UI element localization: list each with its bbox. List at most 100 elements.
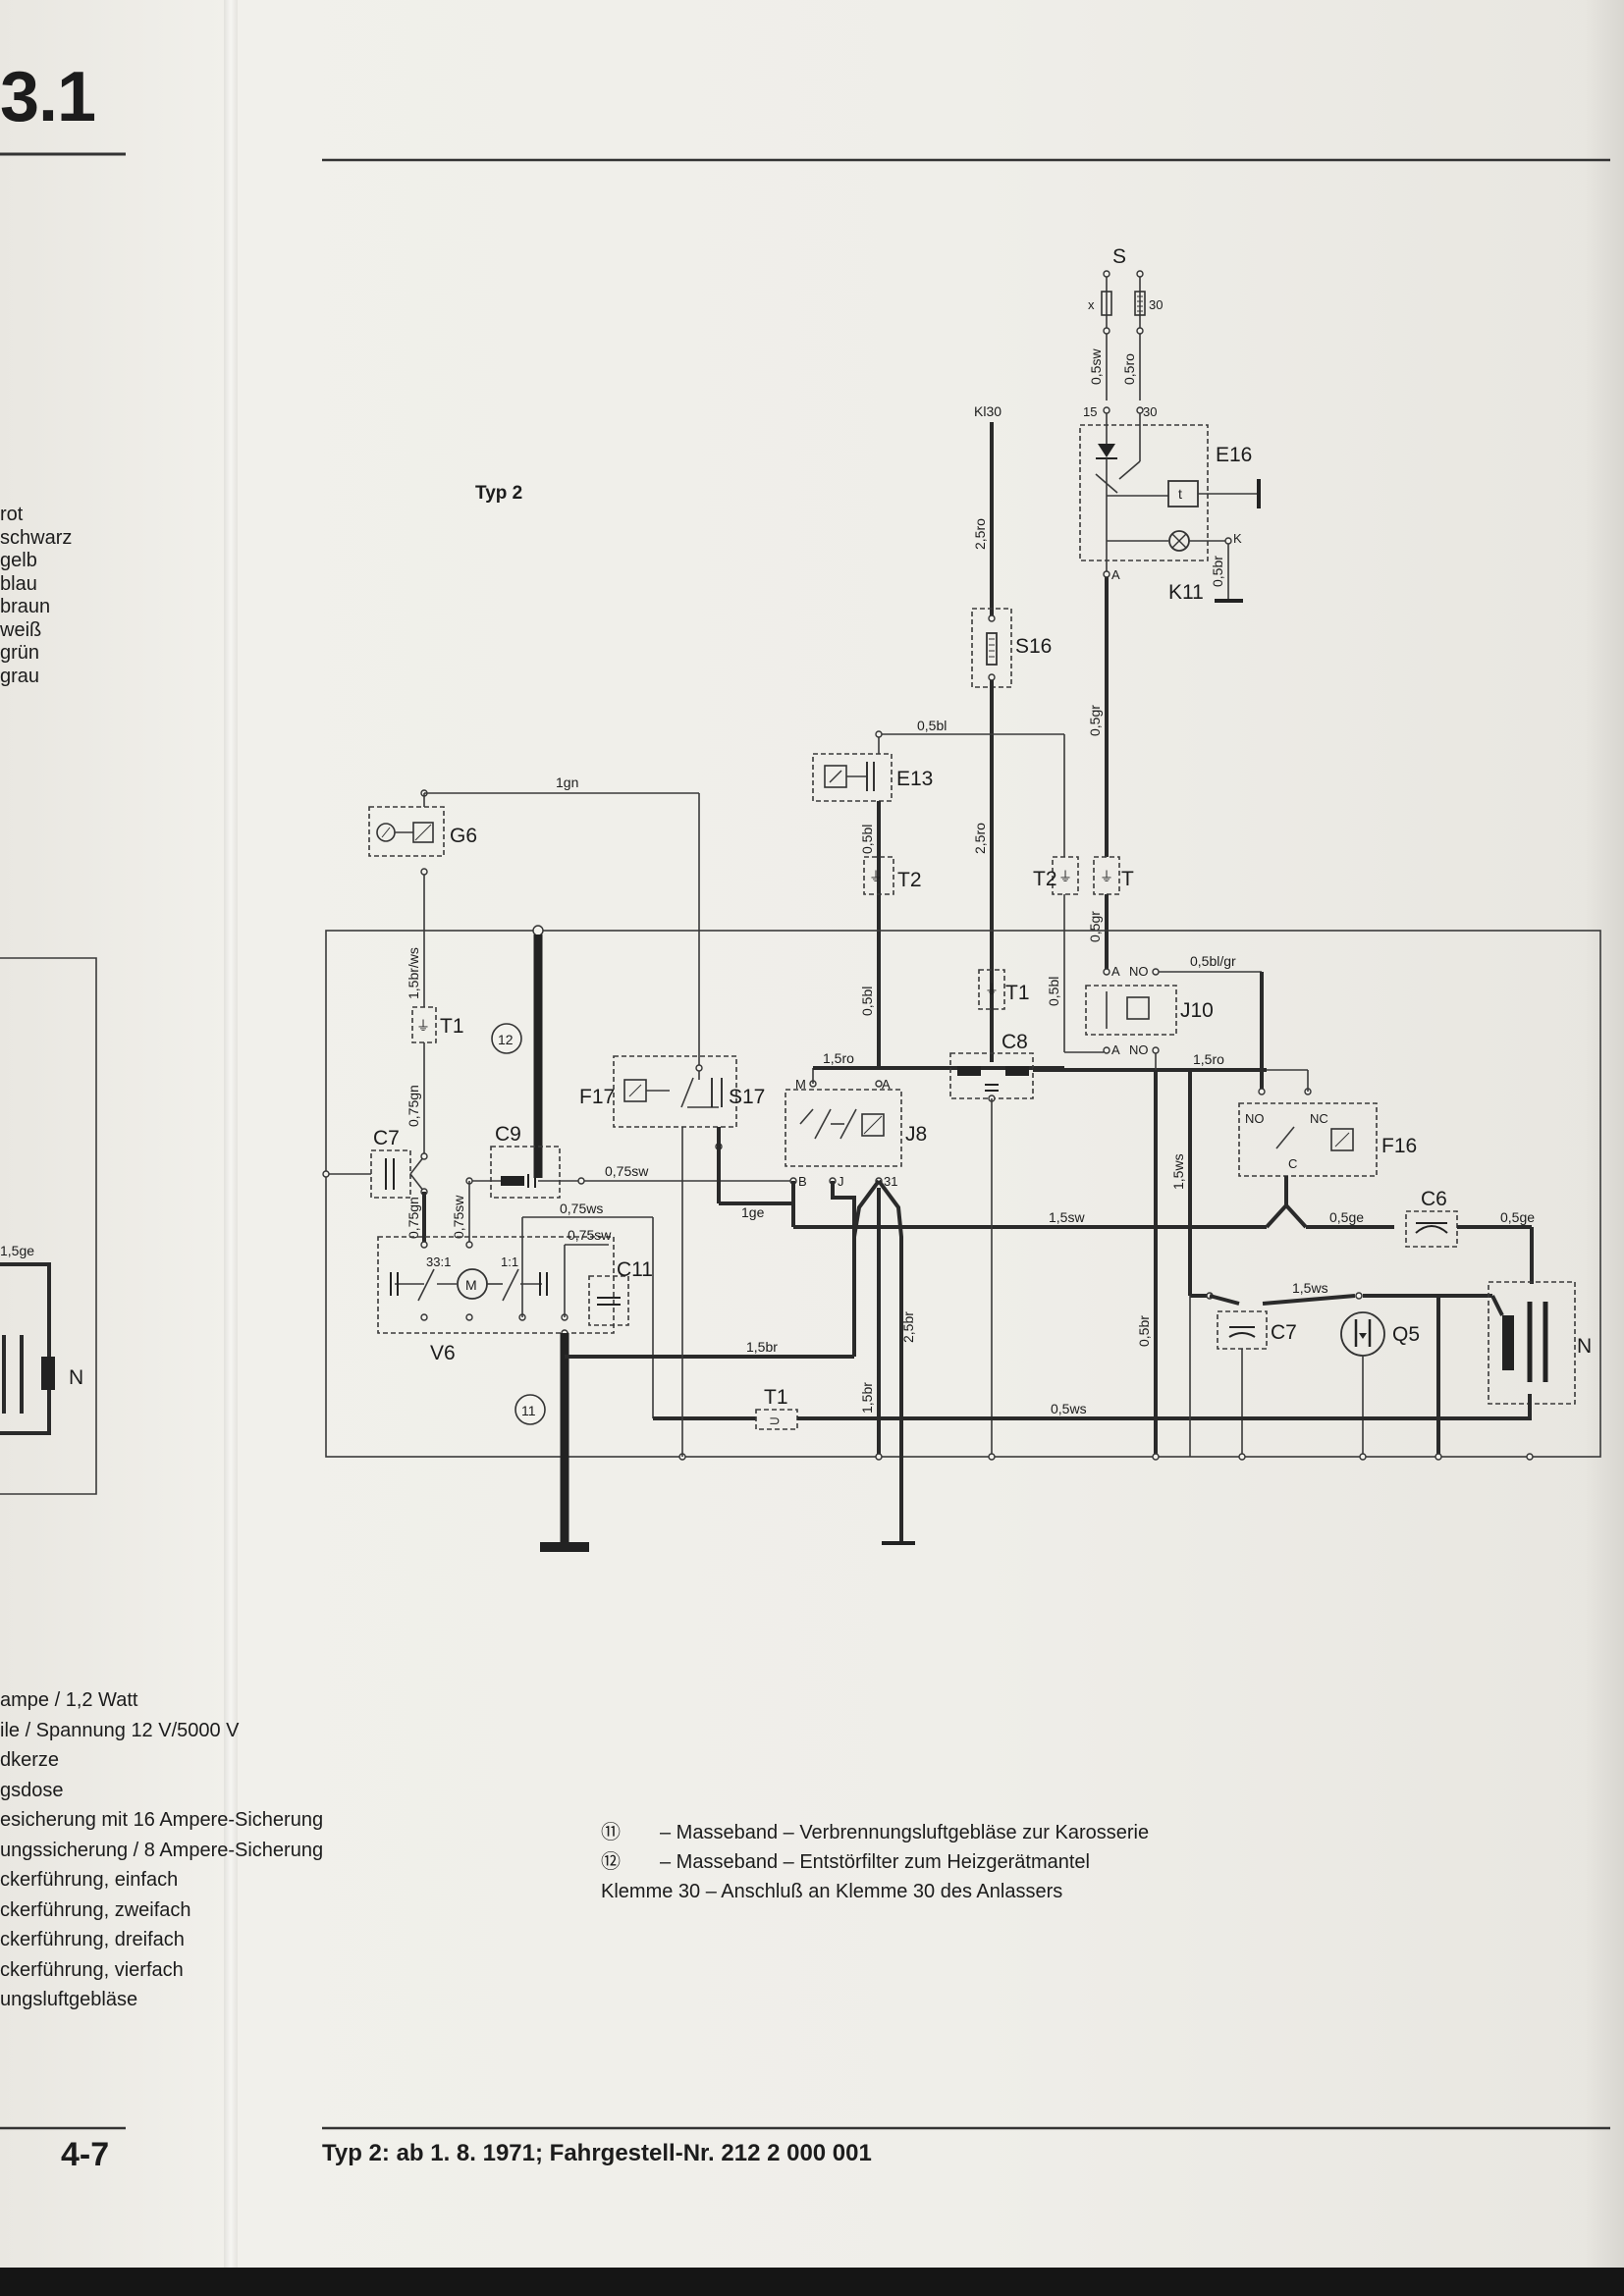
wire-label: 0,5br bbox=[1136, 1315, 1152, 1347]
k11-label: K11 bbox=[1168, 581, 1204, 604]
component-list-item: ckerführung, zweifach bbox=[0, 1898, 191, 1921]
connectors-t2-t: ⏚ ⏚ T2 T 0,5gr 0,5bl bbox=[1033, 856, 1134, 1052]
q5-label: Q5 bbox=[1392, 1323, 1420, 1346]
wire-label: 0,5ro bbox=[1121, 353, 1137, 385]
motor-m-label: M bbox=[465, 1277, 477, 1293]
wire-label: 0,5sw bbox=[1088, 348, 1104, 385]
legend-item: schwarz bbox=[0, 526, 73, 549]
component-list-item: ckerführung, dreifach bbox=[0, 1929, 185, 1950]
terminal-label: C bbox=[1288, 1156, 1297, 1171]
svg-text:⏚: ⏚ bbox=[1100, 869, 1113, 884]
terminal-label: M bbox=[795, 1077, 806, 1092]
wire-label: 2,5ro bbox=[972, 823, 988, 854]
capacitor-c7-left: C7 0,75gn bbox=[322, 1127, 428, 1245]
ground-strap-12: 12 bbox=[491, 925, 544, 1178]
wire-label: 1,5br/ws bbox=[406, 947, 421, 999]
wire-label: 0,75sw bbox=[568, 1227, 612, 1243]
component-list-item: ungssicherung / 8 Ampere-Sicherung bbox=[0, 1839, 324, 1861]
wire-label: 0,75gn bbox=[406, 1197, 421, 1239]
t1-label: T1 bbox=[440, 1015, 464, 1038]
wire-label: 0,5ge bbox=[1329, 1209, 1364, 1225]
fragment-wire-label: 1,5ge bbox=[0, 1243, 34, 1258]
f17-label: F17 bbox=[579, 1086, 615, 1108]
wire-label: 0,5bl bbox=[917, 718, 947, 733]
legend-item: grün bbox=[0, 642, 40, 664]
legend-item: braun bbox=[0, 596, 51, 617]
filter-c8: C8 1,5ro bbox=[949, 1031, 1267, 1457]
wire-label: 1,5ro bbox=[1193, 1051, 1224, 1067]
wire-label: 1,5ws bbox=[1292, 1280, 1328, 1296]
wire-label: 0,75sw bbox=[451, 1195, 466, 1239]
kl30-line: Kl30 S16 2,5ro 2,5ro bbox=[971, 403, 1052, 1062]
scan-bottom-edge bbox=[0, 2268, 1624, 2296]
legend-item: gelb bbox=[0, 550, 37, 571]
section-number: 3.1 bbox=[0, 58, 96, 136]
note-row: Klemme 30 – Anschluß an Klemme 30 des An… bbox=[601, 1877, 1149, 1906]
capacitor-c9: C9 0,75sw 0,75sw bbox=[451, 1123, 793, 1245]
wire-color-legend: rot schwarz gelb blau braun weiß grün gr… bbox=[0, 504, 72, 688]
component-list-item: esicherung mit 16 Ampere-Sicherung bbox=[0, 1809, 324, 1831]
g6-label: G6 bbox=[450, 825, 477, 847]
page-edge-shadow bbox=[1583, 0, 1624, 2296]
j10-label: J10 bbox=[1180, 999, 1214, 1022]
t2-label: T2 bbox=[897, 869, 922, 891]
wire-label: 2,5ro bbox=[972, 518, 988, 550]
terminal-label: 15 bbox=[1083, 404, 1097, 419]
marker-11: 11 bbox=[521, 1403, 536, 1418]
component-list-item: ampe / 1,2 Watt bbox=[0, 1689, 138, 1711]
note-symbol: ⑫ bbox=[601, 1851, 621, 1873]
fuse-x-label: x bbox=[1088, 297, 1095, 312]
svg-text:⏚: ⏚ bbox=[416, 1018, 430, 1034]
marker-12: 12 bbox=[498, 1032, 514, 1047]
kl30-label: Kl30 bbox=[974, 403, 1001, 419]
component-list-item: dkerze bbox=[0, 1749, 60, 1771]
page-number: 4-7 bbox=[61, 2136, 110, 2173]
wire-label: 1,5sw bbox=[1049, 1209, 1085, 1225]
terminal-label: 31 bbox=[884, 1174, 897, 1189]
timer-switch-e16: t K 0,5br E16 K11 A 0,5gr bbox=[1079, 413, 1261, 857]
supply-s: S x 30 0,5sw 0,5ro 15 30 bbox=[1083, 245, 1163, 419]
terminal-label: NO bbox=[1129, 964, 1149, 979]
blower-motor-v6: M 33:1 1:1 V6 0,75ws 0,75sw C11 bbox=[377, 1201, 654, 1418]
frame-bottom-pins bbox=[678, 1127, 1534, 1461]
wire-label: 0,5bl bbox=[859, 987, 875, 1016]
svg-text:⏚: ⏚ bbox=[869, 869, 883, 884]
fuse-30 bbox=[1134, 291, 1146, 316]
component-list-item: ckerführung, vierfach bbox=[0, 1958, 184, 1981]
legend-item: rot bbox=[0, 504, 24, 525]
t1-label: T1 bbox=[1005, 982, 1030, 1004]
connector-t1-left: ⏚ T1 0,75gn bbox=[406, 1006, 464, 1156]
wire-label: 2,5br bbox=[900, 1311, 916, 1343]
relay-j10: A NO 0,5bl/gr J10 A NO bbox=[1064, 953, 1264, 1092]
wire-label: 1gn bbox=[556, 774, 578, 790]
svg-text:⏚: ⏚ bbox=[985, 982, 999, 997]
wire-label: 1,5br bbox=[859, 1382, 875, 1414]
component-list-item: ckerführung, einfach bbox=[0, 1869, 179, 1891]
capacitor-c6: C6 0,5ge bbox=[1405, 1188, 1535, 1284]
wire-label: 0,5ge bbox=[1500, 1209, 1535, 1225]
terminal-label: 30 bbox=[1143, 404, 1157, 419]
coil-n: N bbox=[1436, 1281, 1592, 1457]
fragment-n-label: N bbox=[69, 1366, 83, 1389]
gear-ratio-label: 1:1 bbox=[501, 1255, 518, 1269]
wire-label: 0,5gr bbox=[1087, 911, 1103, 942]
note-symbol: ⑪ bbox=[601, 1822, 621, 1843]
diagram-title: Typ 2 bbox=[475, 483, 523, 504]
thermostat-e13: 0,5bl E13 0,5bl ⏚ T2 0,5bl bbox=[812, 718, 1065, 1070]
wire-label: 1,5ws bbox=[1170, 1153, 1186, 1190]
t-label: T bbox=[1121, 868, 1134, 890]
c8-label: C8 bbox=[1001, 1031, 1028, 1053]
note-text: – Masseband – Entstörfilter zum Heizgerä… bbox=[660, 1851, 1090, 1873]
c7-label: C7 bbox=[373, 1127, 400, 1149]
fuse-30-label: 30 bbox=[1149, 297, 1163, 312]
t1-label: T1 bbox=[764, 1386, 788, 1409]
note-text: Klemme 30 – Anschluß an Klemme 30 des An… bbox=[601, 1881, 1063, 1902]
j8-label: J8 bbox=[905, 1123, 927, 1146]
wire-label: 0,5br bbox=[1210, 556, 1225, 587]
legend-item: weiß bbox=[0, 618, 42, 641]
fuse-s16 bbox=[986, 632, 998, 666]
page-fold-shadow bbox=[224, 0, 238, 2296]
terminal-label: A bbox=[1111, 567, 1120, 582]
connector-t1-mid: ⏚ T1 bbox=[978, 969, 1030, 1010]
